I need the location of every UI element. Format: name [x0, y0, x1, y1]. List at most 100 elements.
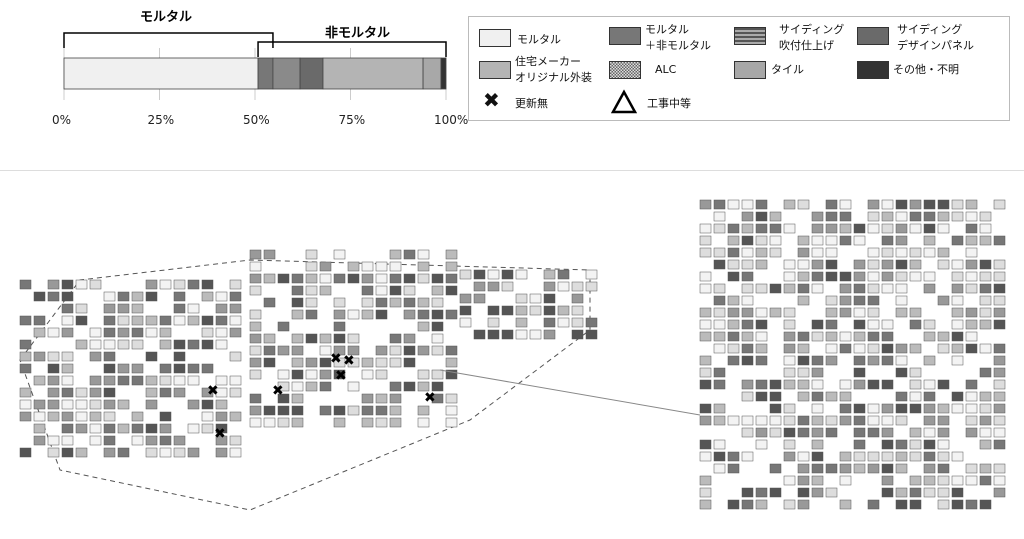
house-lot [445, 417, 458, 428]
house-lot [117, 363, 130, 374]
house-lot [951, 403, 964, 414]
house-lot [215, 423, 228, 434]
house-lot [839, 283, 852, 294]
house-lot [867, 379, 880, 390]
house-lot [853, 295, 866, 306]
house-lot [993, 199, 1006, 210]
house-lot [249, 393, 262, 404]
house-lot [347, 405, 360, 416]
legend-label: 住宅メーカー [515, 55, 581, 68]
house-lot [755, 343, 768, 354]
house-lot [445, 369, 458, 380]
house-lot [585, 281, 598, 292]
house-lot [881, 343, 894, 354]
house-lot [699, 451, 712, 462]
house-lot [145, 435, 158, 446]
house-lot [229, 411, 242, 422]
house-lot [895, 343, 908, 354]
house-lot [895, 211, 908, 222]
house-lot [103, 387, 116, 398]
bracket-label-mortar: モルタル [140, 10, 193, 25]
house-lot [993, 379, 1006, 390]
house-lot [501, 305, 514, 316]
house-lot [825, 211, 838, 222]
legend-label: モルタル [645, 23, 689, 36]
stacked-bar-chart [63, 32, 447, 100]
house-lot [47, 447, 60, 458]
house-lot [993, 235, 1006, 246]
house-lot [61, 435, 74, 446]
house-lot [61, 351, 74, 362]
house-lot [909, 343, 922, 354]
house-lot [937, 439, 950, 450]
house-lot [839, 199, 852, 210]
x-marker-icon: ✖ [207, 383, 219, 399]
legend-swatch-siding-panel [857, 27, 889, 45]
house-lot [103, 327, 116, 338]
house-lot [811, 247, 824, 258]
house-lot [825, 247, 838, 258]
house-lot [417, 297, 430, 308]
house-lot [699, 223, 712, 234]
house-lot [543, 281, 556, 292]
house-lot [291, 393, 304, 404]
house-lot [61, 411, 74, 422]
house-lot [867, 223, 880, 234]
house-lot [867, 343, 880, 354]
house-lot [797, 391, 810, 402]
house-lot [249, 369, 262, 380]
legend-label: 更新無 [515, 97, 548, 110]
house-lot [895, 415, 908, 426]
house-lot [839, 391, 852, 402]
house-lot [347, 357, 360, 368]
house-lot [145, 351, 158, 362]
bar-segment [299, 57, 324, 90]
house-lot [557, 305, 570, 316]
house-lot [895, 223, 908, 234]
house-lot [965, 379, 978, 390]
house-lot [741, 295, 754, 306]
house-lot [979, 475, 992, 486]
house-lot [19, 387, 32, 398]
house-lot [417, 273, 430, 284]
house-lot [881, 451, 894, 462]
house-lot [979, 223, 992, 234]
house-lot [783, 499, 796, 510]
house-lot [159, 435, 172, 446]
house-lot [839, 451, 852, 462]
house-lot [229, 279, 242, 290]
house-lot [811, 235, 824, 246]
house-lot [909, 379, 922, 390]
house-lot [347, 381, 360, 392]
house-lot [741, 415, 754, 426]
house-lot [713, 463, 726, 474]
house-lot [173, 375, 186, 386]
house-lot [741, 499, 754, 510]
house-lot [445, 345, 458, 356]
house-lot [417, 321, 430, 332]
bar-segment [257, 57, 274, 90]
house-lot [375, 309, 388, 320]
house-lot [249, 345, 262, 356]
house-lot [713, 415, 726, 426]
house-lot [403, 333, 416, 344]
house-lot [993, 295, 1006, 306]
house-lot [131, 363, 144, 374]
house-lot [75, 399, 88, 410]
house-lot [867, 271, 880, 282]
house-lot [867, 499, 880, 510]
bar-segment [322, 57, 424, 90]
house-lot [783, 403, 796, 414]
house-lot [797, 331, 810, 342]
house-lot [159, 375, 172, 386]
house-lot [965, 343, 978, 354]
house-lot [741, 247, 754, 258]
house-lot [319, 357, 332, 368]
house-lot [403, 249, 416, 260]
house-lot [881, 439, 894, 450]
house-lot [853, 307, 866, 318]
house-lot [229, 291, 242, 302]
district-boundary [19, 259, 591, 511]
house-lot [853, 283, 866, 294]
house-lot [333, 309, 346, 320]
